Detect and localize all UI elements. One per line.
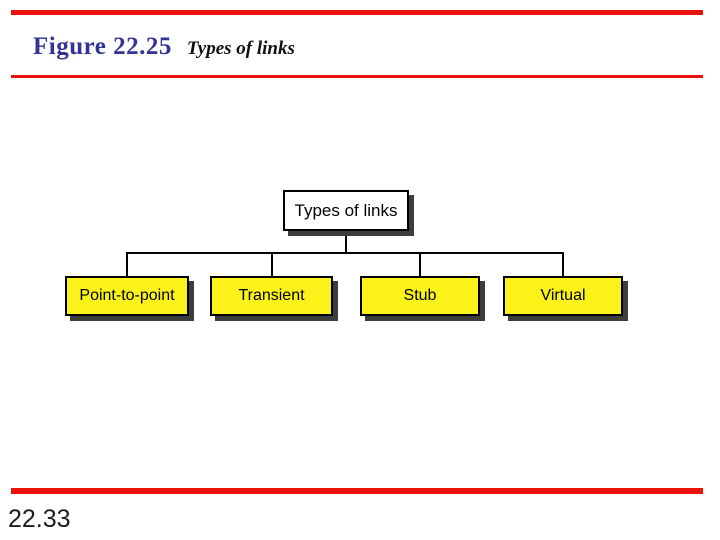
leaf-node-point-to-point: Point-to-point bbox=[65, 276, 189, 316]
root-node-types-of-links: Types of links bbox=[283, 190, 409, 231]
drop-connector-stub bbox=[419, 252, 421, 276]
drop-connector-point-to-point bbox=[126, 252, 128, 276]
figure-number-label: Figure 22.25 bbox=[33, 33, 172, 60]
drop-connector-transient bbox=[271, 252, 273, 276]
slide-title: Figure 22.25 Types of links bbox=[33, 33, 295, 61]
slide-number: 22.33 bbox=[8, 505, 71, 533]
bottom-red-rule bbox=[11, 488, 703, 494]
root-stem-connector bbox=[345, 231, 347, 252]
title-underline-rule bbox=[11, 75, 703, 78]
figure-caption: Types of links bbox=[186, 38, 295, 59]
horizontal-connector bbox=[126, 252, 564, 254]
leaf-node-virtual: Virtual bbox=[503, 276, 623, 316]
leaf-node-transient: Transient bbox=[210, 276, 333, 316]
leaf-node-stub: Stub bbox=[360, 276, 480, 316]
top-red-rule bbox=[11, 10, 703, 15]
drop-connector-virtual bbox=[562, 252, 564, 276]
